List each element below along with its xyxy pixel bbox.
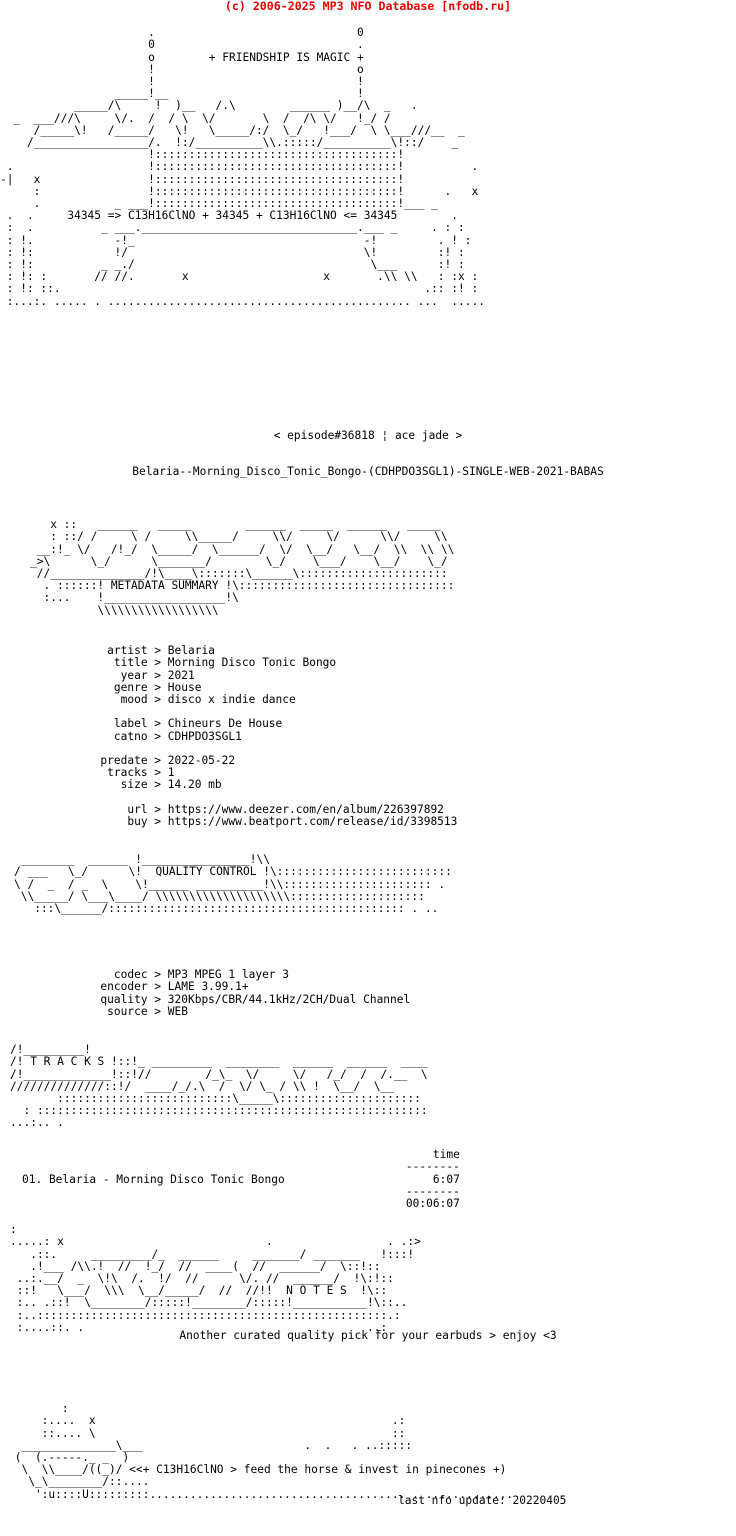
metadata-fields: artist > Belaria title > Morning Disco T… [100, 644, 458, 829]
header-ascii-art: . 0 0 . o + FRIENDSHIP IS MAGIC + ! o [0, 26, 485, 308]
footer-ascii-art: : :.... x .: ::.... \ :: ______________\… [14, 1402, 514, 1501]
last-nfo-update-label: last nfo update: [398, 1494, 506, 1507]
tracklist: time -------- 01. Belaria - Morning Disc… [22, 1148, 460, 1210]
quality-section-banner: ________ ______ !________________!\\ / _… [14, 853, 452, 915]
release-name: Belaria--Morning_Disco_Tonic_Bongo-(CDHP… [132, 465, 604, 478]
site-header-banner: (c) 2006-2025 MP3 NFO Database [nfodb.ru… [224, 0, 512, 13]
notes-text: Another curated quality pick for your ea… [179, 1329, 557, 1342]
last-nfo-update: last nfo update: 20220405 [398, 1494, 736, 1507]
notes-section-banner: : .....: x . . .:> .::. _________/_ ____… [10, 1223, 421, 1334]
metadata-section-banner: x :: ______ _____ ______ _____ ______ __… [30, 518, 455, 617]
last-nfo-update-spacer [506, 1494, 513, 1507]
quality-fields: codec > MP3 MPEG 1 layer 3 encoder > LAM… [100, 968, 411, 1018]
tracks-section-banner: /!_________! /! T R A C K S !::!_ ______… [10, 1043, 428, 1130]
episode-line: < episode#36818 ¦ ace jade > [273, 429, 463, 442]
last-nfo-update-value: 20220405 [512, 1494, 567, 1507]
